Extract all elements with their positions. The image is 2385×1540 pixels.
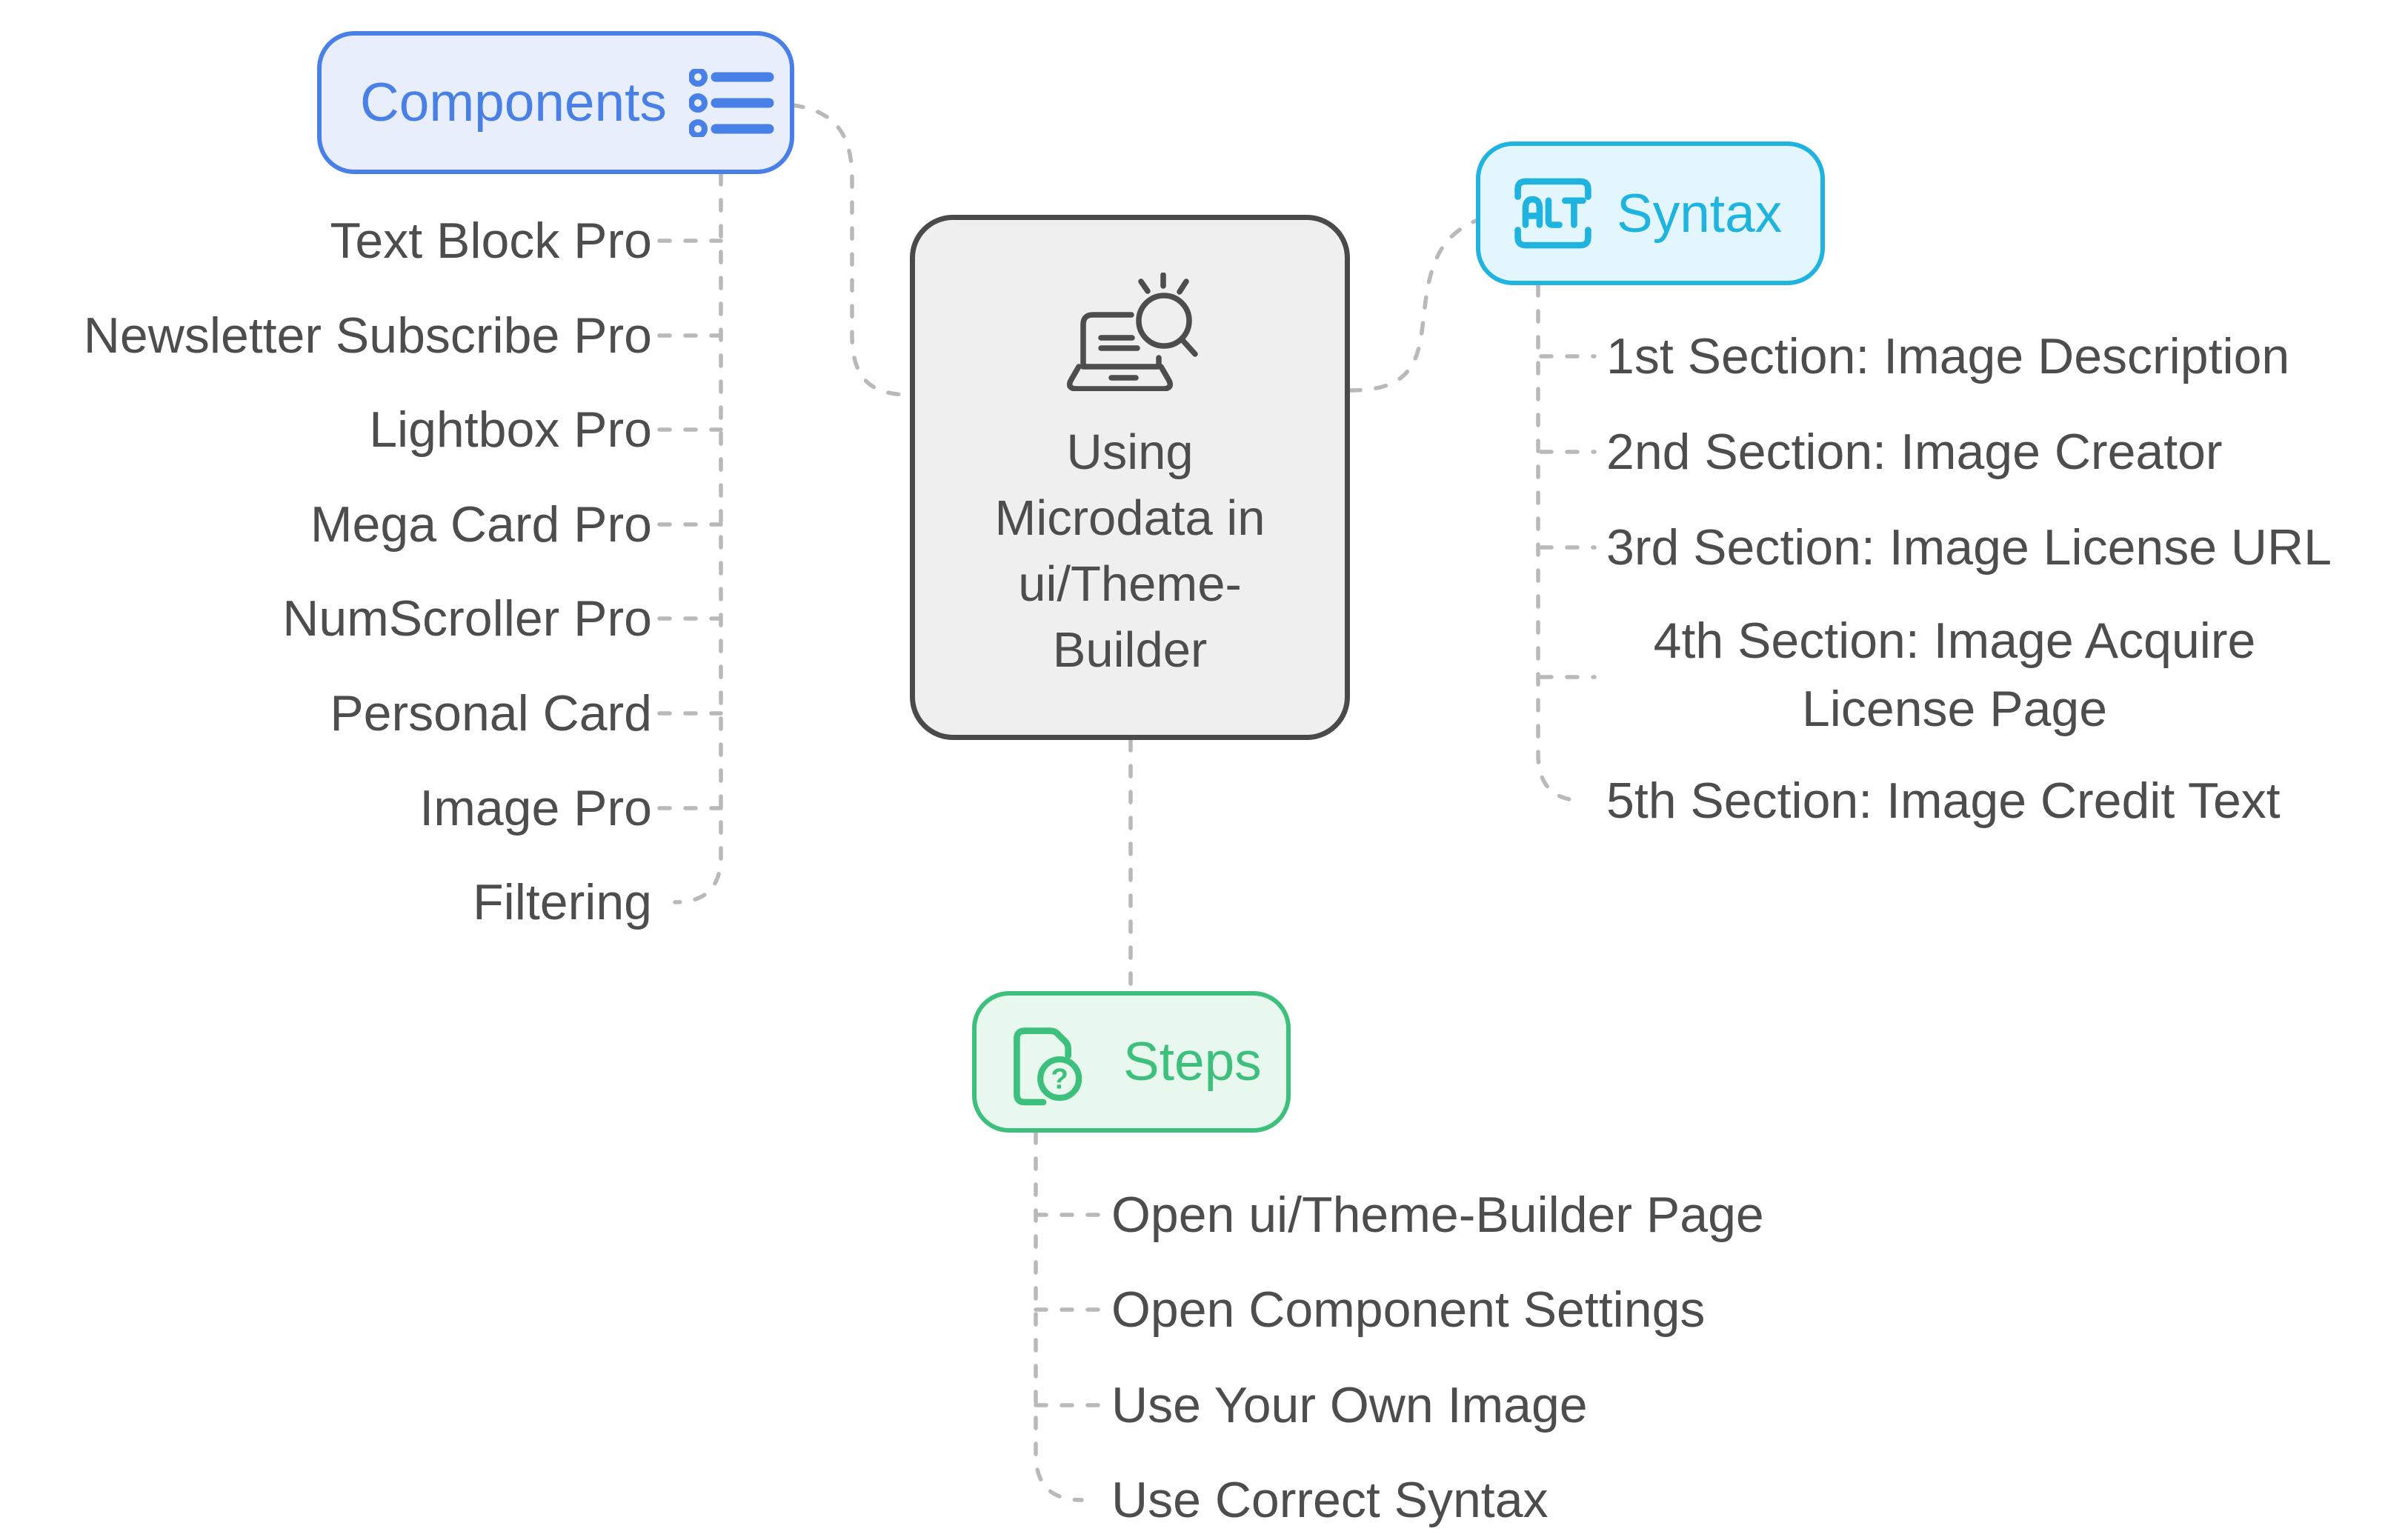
laptop-search-icon <box>1066 272 1198 391</box>
mindmap-item-steps-2[interactable]: Open Component Settings <box>1111 1281 1706 1338</box>
title-line: Builder <box>1052 621 1208 678</box>
mindmap-item-components-2[interactable]: Newsletter Subscribe Pro <box>83 307 652 364</box>
mindmap-item-components-1[interactable]: Text Block Pro <box>330 213 652 269</box>
mindmap-item-components-8[interactable]: Filtering <box>473 874 652 930</box>
mindmap-item-components-3[interactable]: Lightbox Pro <box>369 401 652 458</box>
syntax-label: Syntax <box>1617 183 1783 244</box>
title-line: Using <box>1066 424 1194 480</box>
mindmap-item-components-6[interactable]: Personal Card <box>330 685 652 741</box>
mindmap-item-steps-4[interactable]: Use Correct Syntax <box>1111 1472 1549 1528</box>
mindmap-item-syntax-2[interactable]: 2nd Section: Image Creator <box>1606 424 2223 480</box>
mindmap-item-syntax-3[interactable]: 3rd Section: Image License URL <box>1606 519 2332 576</box>
mindmap-item-components-5[interactable]: NumScroller Pro <box>282 590 652 647</box>
svg-text:?: ? <box>1051 1063 1068 1095</box>
components-label: Components <box>360 73 667 133</box>
alt-text-icon <box>1514 178 1591 249</box>
mindmap-item-syntax-5[interactable]: 5th Section: Image Credit Text <box>1606 773 2281 829</box>
central-node[interactable]: Using Microdata in ui/Theme- Builder <box>910 215 1350 740</box>
document-question-icon: ? <box>1014 1027 1082 1105</box>
mindmap-item-syntax-4[interactable]: 4th Section: Image Acquire License Page <box>1653 613 2256 737</box>
branch-node-steps[interactable]: ? Steps <box>972 991 1291 1133</box>
title-line: Microdata in <box>994 490 1265 546</box>
mindmap-item-steps-1[interactable]: Open ui/Theme-Builder Page <box>1111 1187 1764 1243</box>
title-line: ui/Theme- <box>1018 556 1242 612</box>
branch-node-syntax[interactable]: Syntax <box>1476 141 1825 285</box>
mindmap-item-syntax-1[interactable]: 1st Section: Image Description <box>1606 328 2290 384</box>
branch-node-components[interactable]: Components <box>317 31 794 174</box>
steps-label: Steps <box>1123 1032 1262 1092</box>
central-node-title: Using Microdata in ui/Theme- Builder <box>995 419 1265 683</box>
mindmap-item-components-7[interactable]: Image Pro <box>419 780 652 836</box>
mindmap-item-steps-3[interactable]: Use Your Own Image <box>1111 1377 1588 1433</box>
mindmap-item-components-4[interactable]: Mega Card Pro <box>310 496 652 553</box>
bulleted-list-icon <box>688 68 774 137</box>
